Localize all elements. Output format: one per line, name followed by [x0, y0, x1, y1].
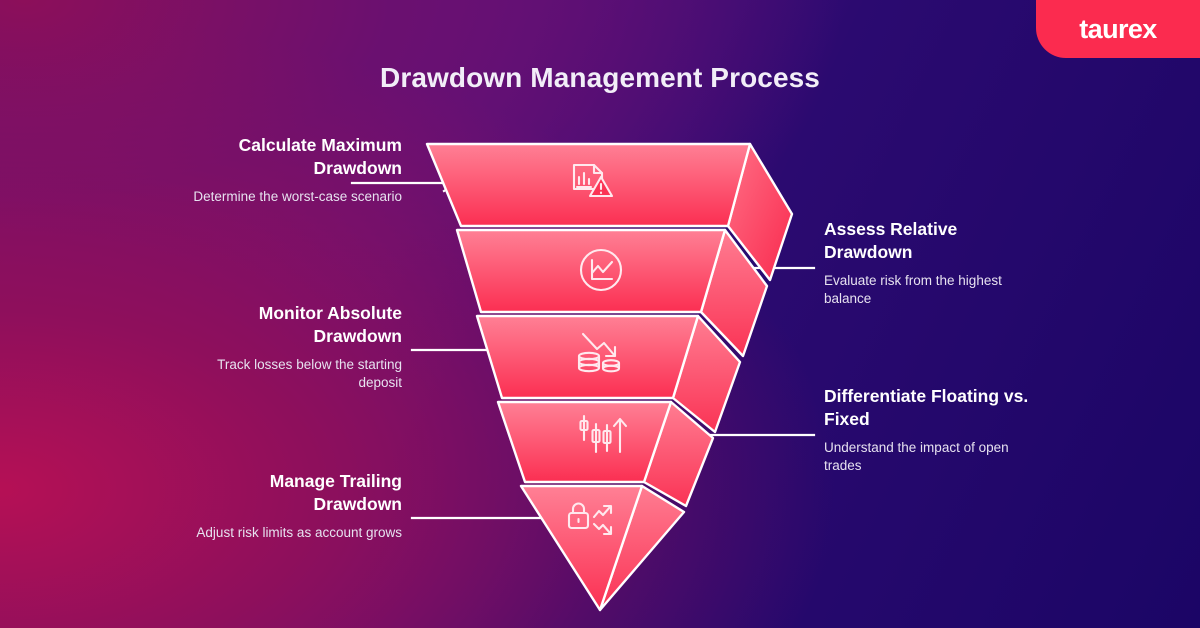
declining-arrow-coins-icon [577, 332, 621, 373]
callout-description: Track losses below the starting deposit [217, 357, 402, 390]
callout-description: Understand the impact of open trades [824, 440, 1009, 473]
lock-arrows-icon [567, 502, 613, 536]
callout-left-3: Manage Trailing Drawdown Adjust risk lim… [190, 470, 402, 542]
candlestick-uptrend-icon [579, 414, 628, 454]
callout-description: Determine the worst-case scenario [193, 189, 402, 204]
callout-left-2: Monitor Absolute Drawdown Track losses b… [170, 302, 402, 392]
funnel-step-1[interactable] [425, 142, 794, 282]
logo-wordmark: taurex [1079, 13, 1157, 44]
callout-title: Differentiate Floating vs. Fixed [824, 386, 1029, 429]
callout-right-1: Assess Relative Drawdown Evaluate risk f… [824, 218, 1036, 308]
callout-description: Adjust risk limits as account grows [196, 525, 402, 540]
document-chart-warning-icon [572, 163, 614, 198]
callout-description: Evaluate risk from the highest balance [824, 273, 1002, 306]
funnel-step-4[interactable] [496, 400, 715, 508]
funnel-step-5[interactable] [519, 484, 686, 612]
funnel-step-3[interactable] [475, 314, 742, 434]
callout-title: Calculate Maximum Drawdown [238, 135, 402, 178]
taurex-logo: taurex [1036, 0, 1200, 58]
callout-title: Manage Trailing Drawdown [269, 471, 402, 514]
callout-left-1: Calculate Maximum Drawdown Determine the… [150, 134, 402, 206]
callout-title: Monitor Absolute Drawdown [258, 303, 402, 346]
funnel-step-2[interactable] [455, 228, 769, 358]
line-chart-circle-icon [579, 248, 623, 292]
funnel-diagram [425, 142, 794, 612]
page-title: Drawdown Management Process [380, 62, 820, 93]
callout-right-2: Differentiate Floating vs. Fixed Underst… [824, 385, 1036, 475]
callout-title: Assess Relative Drawdown [824, 219, 958, 262]
